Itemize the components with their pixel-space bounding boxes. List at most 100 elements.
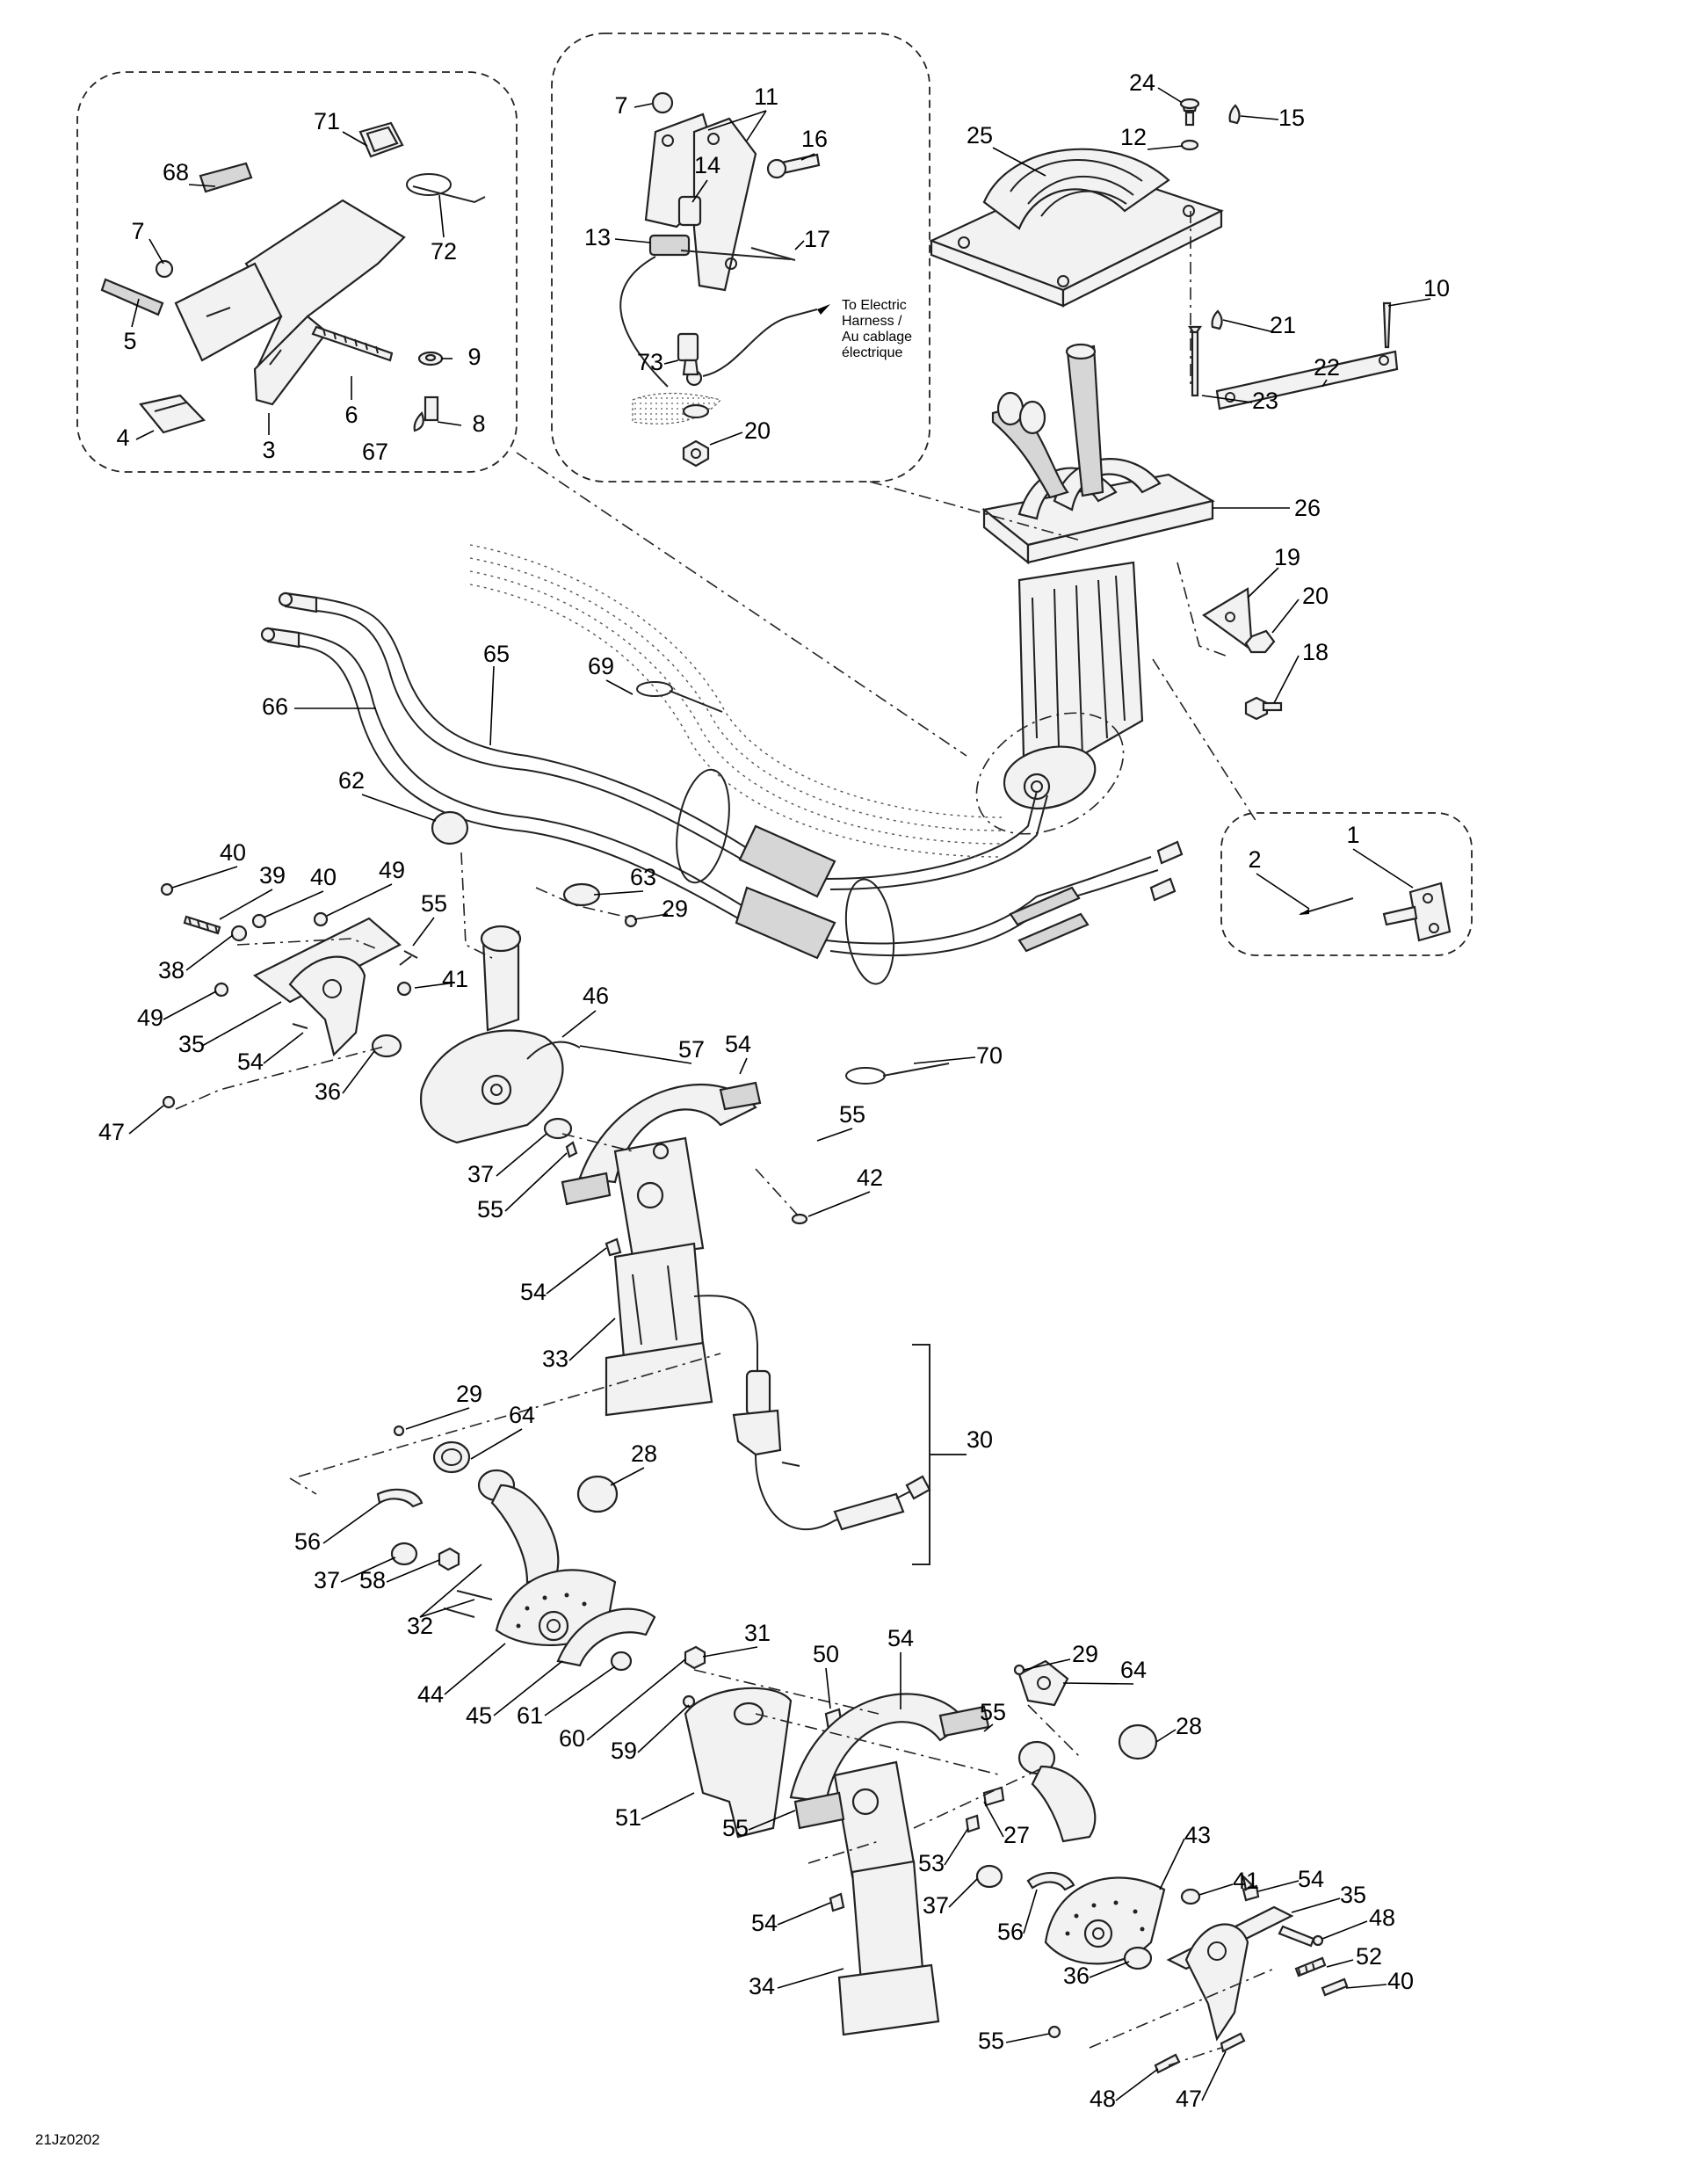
callout-66: 66 — [262, 693, 288, 720]
callout-55: 55 — [477, 1196, 503, 1223]
callout-70: 70 — [976, 1042, 1003, 1069]
housing-33-group — [561, 1081, 967, 1565]
callout-50: 50 — [813, 1641, 839, 1667]
harness-note: To Electric Harness / Au cablage électri… — [842, 298, 912, 360]
callout-58: 58 — [359, 1567, 386, 1593]
callout-43: 43 — [1184, 1822, 1211, 1848]
harness-note-line-3: Au cablage — [842, 330, 912, 345]
callout-4: 4 — [116, 424, 129, 451]
callout-19: 19 — [1274, 544, 1300, 570]
callout-59: 59 — [611, 1738, 637, 1764]
callout-42: 42 — [857, 1165, 883, 1191]
callout-47: 47 — [1176, 2086, 1202, 2112]
callout-17: 17 — [804, 226, 830, 252]
callout-2: 2 — [1248, 846, 1261, 873]
callout-24: 24 — [1129, 69, 1155, 96]
callout-62: 62 — [338, 767, 365, 794]
switch-bracket-group — [619, 91, 830, 468]
callout-27: 27 — [1003, 1822, 1030, 1848]
callout-44: 44 — [417, 1681, 444, 1708]
callout-13: 13 — [584, 224, 611, 250]
callout-10: 10 — [1423, 275, 1450, 301]
callout-54: 54 — [1298, 1866, 1324, 1892]
callout-57: 57 — [678, 1036, 705, 1063]
callout-25: 25 — [967, 122, 993, 149]
callout-3: 3 — [262, 437, 275, 463]
callout-64: 64 — [509, 1402, 535, 1428]
control-cover-group — [929, 98, 1399, 410]
callout-20: 20 — [1302, 583, 1329, 609]
callout-73: 73 — [637, 349, 663, 375]
harness-note-line-2: Harness / — [842, 314, 902, 329]
callout-38: 38 — [158, 957, 185, 983]
callout-31: 31 — [744, 1620, 771, 1646]
callout-5: 5 — [123, 328, 136, 354]
left-lower-lever-group — [376, 1425, 706, 1709]
callout-69: 69 — [588, 653, 614, 679]
callout-54: 54 — [237, 1048, 264, 1075]
callout-40: 40 — [310, 864, 337, 890]
callout-61: 61 — [517, 1702, 543, 1729]
callout-8: 8 — [472, 410, 485, 437]
callout-45: 45 — [466, 1702, 492, 1729]
callout-20: 20 — [744, 417, 771, 444]
plate-group — [1299, 882, 1452, 942]
callout-55: 55 — [839, 1101, 865, 1128]
callout-40: 40 — [1387, 1968, 1414, 1994]
callout-54: 54 — [725, 1031, 751, 1057]
callout-30: 30 — [967, 1426, 993, 1453]
callout-15: 15 — [1278, 105, 1305, 131]
callout-56: 56 — [294, 1528, 321, 1555]
harness-note-line-1: To Electric — [842, 298, 907, 313]
leader-lines — [128, 87, 1431, 2101]
inset-box-ignition — [551, 33, 930, 483]
callout-29: 29 — [662, 896, 688, 922]
callout-16: 16 — [801, 126, 828, 152]
callout-6: 6 — [344, 402, 358, 428]
callout-41: 41 — [442, 966, 468, 992]
callout-18: 18 — [1302, 639, 1329, 665]
callout-71: 71 — [314, 108, 340, 134]
callout-41: 41 — [1233, 1868, 1259, 1894]
callout-39: 39 — [259, 862, 286, 889]
cables-group — [260, 544, 1184, 1085]
callout-26: 26 — [1294, 495, 1321, 521]
callout-52: 52 — [1356, 1943, 1382, 1970]
callout-60: 60 — [559, 1725, 585, 1752]
callout-49: 49 — [379, 857, 405, 883]
callout-48: 48 — [1369, 1905, 1395, 1931]
callout-14: 14 — [694, 152, 720, 178]
callout-46: 46 — [583, 983, 609, 1009]
callout-47: 47 — [98, 1119, 125, 1145]
inset-box-plate — [1220, 812, 1473, 956]
callout-54: 54 — [887, 1625, 914, 1651]
callout-67: 67 — [362, 439, 388, 465]
callout-56: 56 — [997, 1919, 1024, 1945]
mounting-bracket-group — [100, 121, 486, 434]
callout-28: 28 — [631, 1440, 657, 1467]
callout-72: 72 — [431, 238, 457, 265]
callout-12: 12 — [1120, 124, 1147, 150]
callout-28: 28 — [1176, 1713, 1202, 1739]
callout-21: 21 — [1270, 312, 1296, 338]
callout-37: 37 — [314, 1567, 340, 1593]
callout-36: 36 — [1063, 1963, 1090, 1989]
callout-55: 55 — [421, 890, 447, 917]
callout-48: 48 — [1090, 2086, 1116, 2112]
callout-37: 37 — [467, 1161, 494, 1187]
callout-33: 33 — [542, 1346, 568, 1372]
control-assembly-group — [975, 343, 1283, 835]
harness-note-line-4: électrique — [842, 345, 902, 360]
callout-37: 37 — [923, 1892, 949, 1919]
callout-9: 9 — [467, 344, 481, 370]
callout-35: 35 — [1340, 1882, 1366, 1908]
callout-65: 65 — [483, 641, 510, 667]
callout-54: 54 — [751, 1910, 778, 1936]
callout-68: 68 — [163, 159, 189, 185]
callout-49: 49 — [137, 1005, 163, 1031]
callout-7: 7 — [131, 218, 144, 244]
callout-55: 55 — [978, 2028, 1004, 2054]
callout-53: 53 — [918, 1850, 945, 1876]
